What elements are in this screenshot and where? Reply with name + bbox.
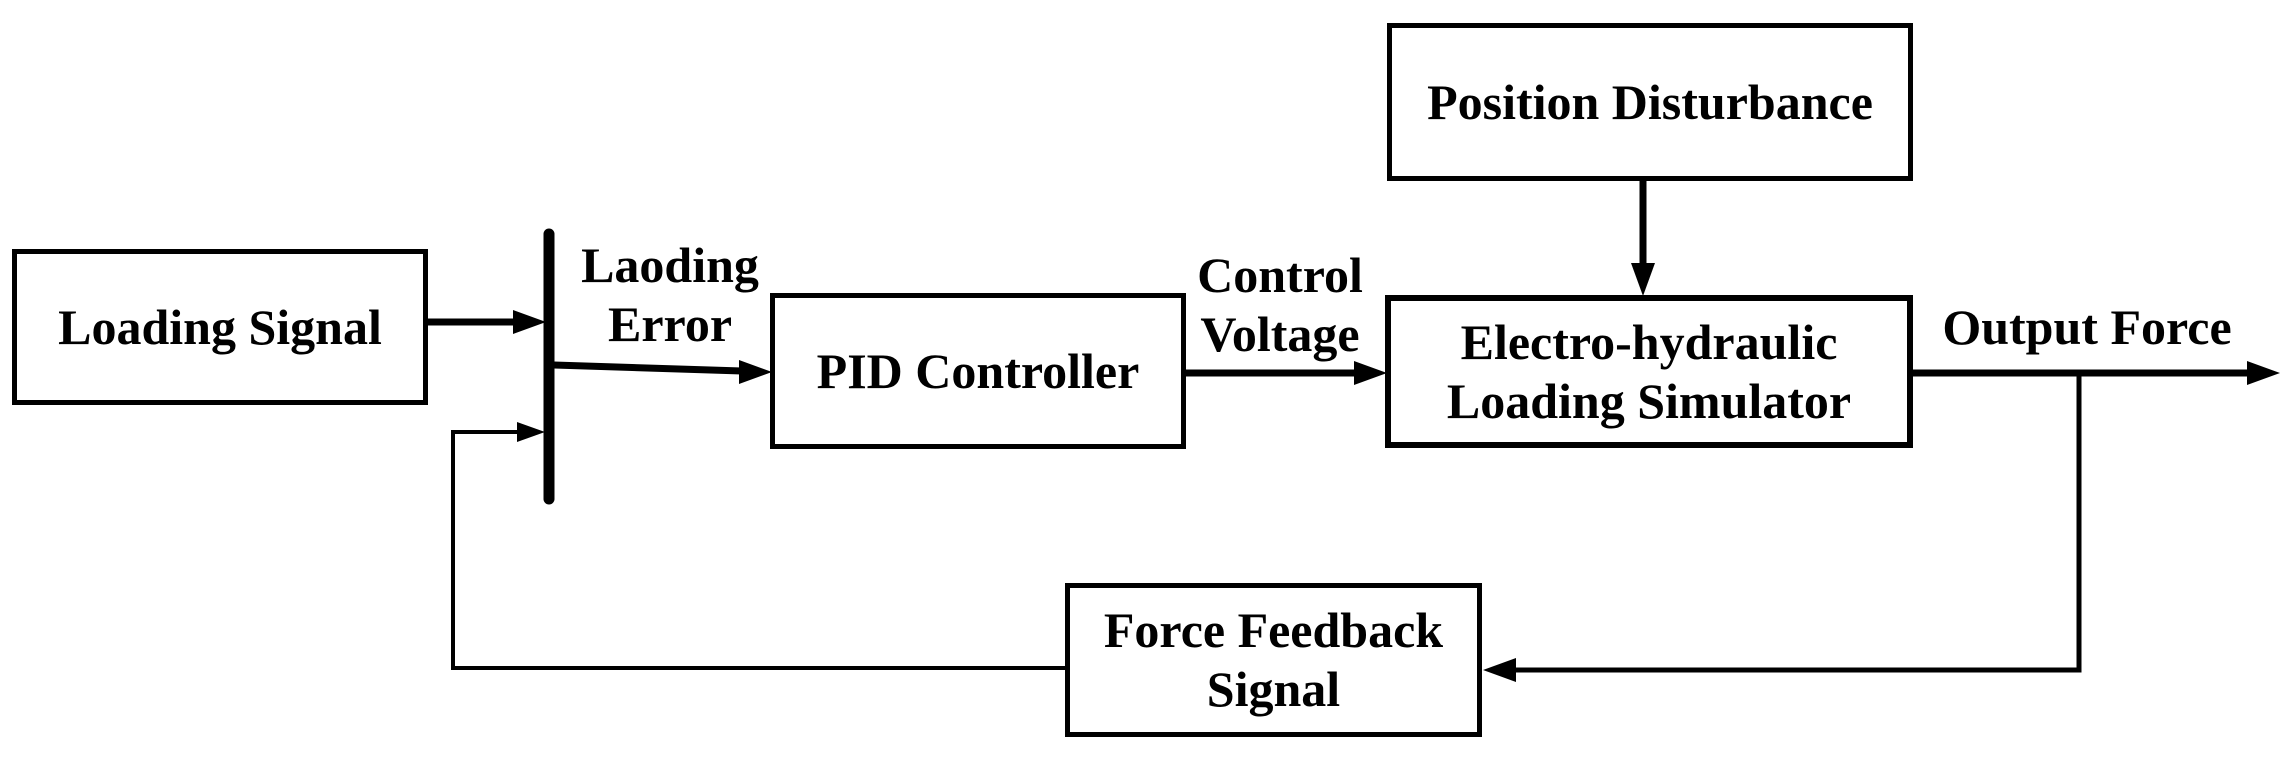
wire-output-branch-to-feedback xyxy=(1483,373,2082,682)
arrowhead-right-icon xyxy=(2247,361,2280,385)
arrow-control-voltage xyxy=(1186,361,1387,385)
output-force-signal-label: Output Force xyxy=(1942,299,2232,355)
pid-controller-label: PID Controller xyxy=(816,342,1140,399)
arrowhead-down-icon xyxy=(1631,263,1655,296)
electro-hydraulic-loading-simulator-block: Electro-hydraulic Loading Simulator xyxy=(1385,295,1913,448)
loading-signal-label: Loading Signal xyxy=(58,298,382,355)
arrowhead-right-icon xyxy=(513,310,546,334)
loading-signal-block: Loading Signal xyxy=(12,249,428,405)
force-feedback-label: Force Feedback Signal xyxy=(1103,602,1444,717)
arrow-position-disturbance xyxy=(1631,181,1655,296)
pid-controller-block: PID Controller xyxy=(770,293,1186,449)
force-feedback-signal-block: Force Feedback Signal xyxy=(1065,583,1482,737)
arrowhead-right-icon xyxy=(517,422,545,442)
position-disturbance-block: Position Disturbance xyxy=(1387,23,1913,181)
arrowhead-left-icon xyxy=(1483,658,1516,682)
control-voltage-signal-label: Control Voltage xyxy=(1197,247,1363,362)
wire-feedback-to-sum xyxy=(451,422,1065,670)
loading-error-signal-label: Laoding Error xyxy=(581,237,759,352)
arrow-loading-signal-to-sum xyxy=(428,310,546,334)
arrowhead-right-icon xyxy=(739,360,772,384)
position-disturbance-label: Position Disturbance xyxy=(1427,73,1873,130)
arrow-output-force xyxy=(1913,361,2280,385)
electro-hydraulic-label: Electro-hydraulic Loading Simulator xyxy=(1446,313,1852,429)
arrow-error-to-pid xyxy=(553,360,772,384)
arrowhead-right-icon xyxy=(1354,361,1387,385)
